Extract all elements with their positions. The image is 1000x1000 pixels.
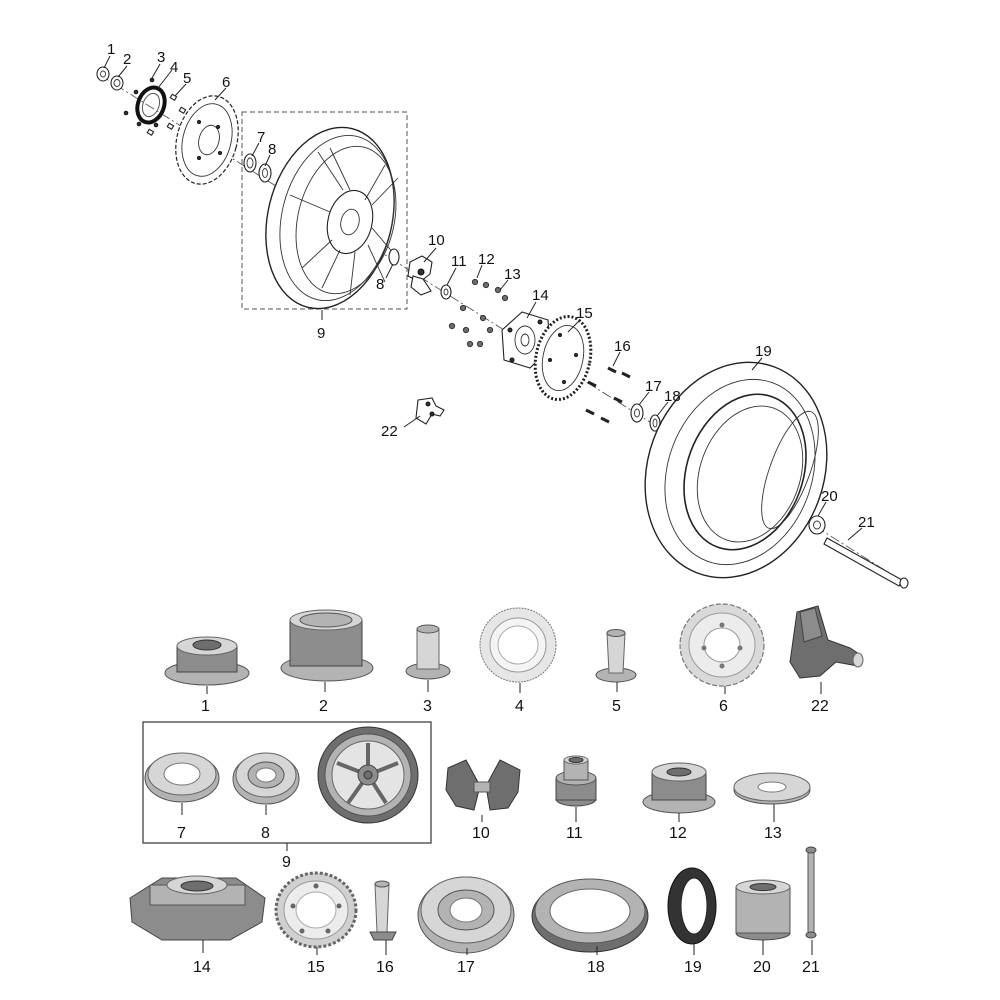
callout-8-left: 8	[268, 141, 276, 158]
part-label-3: 3	[423, 698, 432, 715]
exploded-part-6-brake-disc	[175, 95, 239, 185]
exploded-part-7-seal	[243, 153, 257, 173]
callout-5: 5	[183, 70, 191, 87]
callout-22: 22	[381, 423, 398, 440]
callout-16: 16	[614, 338, 631, 355]
exploded-part-16-bolts	[585, 366, 631, 424]
exploded-part-11-spacer	[440, 284, 452, 300]
catalog-part-15-sprocket	[274, 871, 358, 955]
callout-10: 10	[428, 232, 445, 249]
part-label-6: 6	[719, 698, 728, 715]
part-label-4: 4	[515, 698, 524, 715]
callout-8-right: 8	[376, 276, 384, 293]
part-label-10: 10	[472, 825, 490, 842]
exploded-part-8-bearing	[258, 163, 272, 183]
part-label-15: 15	[307, 959, 325, 976]
part-label-16: 16	[376, 959, 394, 976]
callout-11: 11	[451, 253, 467, 270]
catalog-part-17-bearing	[417, 876, 515, 955]
callout-2: 2	[123, 51, 131, 68]
part-label-19: 19	[684, 959, 702, 976]
part-label-7: 7	[177, 825, 186, 842]
callout-9: 9	[317, 325, 325, 342]
callout-21: 21	[858, 514, 875, 531]
catalog-part-10-cush-drive	[445, 759, 521, 822]
callout-3: 3	[157, 49, 165, 66]
part-label-21: 21	[802, 959, 820, 976]
part-label-14: 14	[193, 959, 211, 976]
catalog-part-20-spacer	[735, 879, 791, 955]
exploded-part-19-tyre	[644, 361, 828, 579]
callout-18: 18	[664, 388, 681, 405]
callout-6: 6	[222, 74, 230, 91]
catalog-part-18-seal	[531, 878, 649, 955]
callout-1: 1	[107, 41, 115, 58]
catalog-part-4-tone-ring	[479, 607, 557, 693]
exploded-leader-lines	[103, 55, 863, 541]
exploded-part-22-sensor	[415, 397, 445, 425]
part-label-20: 20	[753, 959, 771, 976]
callout-20: 20	[821, 488, 838, 505]
callout-19: 19	[755, 343, 772, 360]
catalog-part-2-collar	[280, 609, 374, 692]
exploded-part-20-spacer	[808, 515, 826, 535]
callout-7: 7	[257, 129, 265, 146]
part-label-12: 12	[669, 825, 687, 842]
exploded-part-2-collar	[110, 75, 124, 91]
exploded-part-10-cush-drive	[407, 255, 433, 296]
exploded-part-9-wheel	[265, 126, 399, 310]
exploded-view: 1 2 3 4 5 6 7 8 8 9 10 11 12 13 14 15 16…	[96, 41, 909, 589]
exploded-part-3-bolts	[123, 77, 159, 128]
callout-4: 4	[170, 59, 178, 76]
part-label-18: 18	[587, 959, 605, 976]
catalog-part-13-washer	[733, 772, 811, 822]
part-label-5: 5	[612, 698, 621, 715]
catalog-part-6-brake-disc	[679, 603, 765, 694]
catalog-part-14-sprocket-carrier	[129, 875, 266, 953]
exploded-part-21-axle	[823, 537, 909, 589]
catalog-part-8-bearing	[232, 752, 300, 815]
exploded-part-8-bearing-right	[388, 248, 400, 266]
exploded-part-4-tone-ring	[135, 85, 167, 125]
catalog-part-11-spacer	[555, 755, 597, 822]
callout-17: 17	[645, 378, 662, 395]
callout-15: 15	[576, 305, 593, 322]
part-label-11: 11	[566, 825, 583, 842]
callout-14: 14	[532, 287, 549, 304]
part-label-9: 9	[282, 854, 291, 871]
catalog-part-7-seal	[144, 752, 220, 815]
exploded-part-5-bolts	[146, 93, 187, 136]
part-label-13: 13	[764, 825, 782, 842]
exploded-part-17-bearing	[630, 403, 644, 423]
catalog-part-19-o-ring	[667, 867, 717, 955]
exploded-part-13-washers	[479, 286, 509, 334]
catalog-part-12-nut	[642, 762, 716, 822]
wheel-group-box	[241, 111, 408, 310]
catalog-part-1-flange-nut	[164, 636, 250, 694]
part-label-2: 2	[319, 698, 328, 715]
parts-catalog: 1 2 3 4 5 6 22 7 8 9 10 11 12 13 14 15 1…	[129, 603, 864, 976]
part-label-8: 8	[261, 825, 270, 842]
callout-13: 13	[504, 266, 521, 283]
exploded-part-1-nut	[96, 66, 110, 82]
part-label-22: 22	[811, 698, 829, 715]
exploded-part-15-sprocket	[533, 315, 593, 401]
part-label-1: 1	[201, 698, 210, 715]
callout-12: 12	[478, 251, 495, 268]
catalog-part-5-bolt	[595, 629, 637, 692]
catalog-part-3-bolt	[405, 624, 451, 692]
catalog-part-22-sensor	[789, 605, 864, 694]
part-label-17: 17	[457, 959, 475, 976]
catalog-part-16-bolt	[369, 880, 397, 955]
exploded-part-12-nuts	[448, 278, 490, 348]
catalog-part-21-axle	[805, 846, 817, 955]
catalog-part-9-wheel	[317, 726, 419, 824]
